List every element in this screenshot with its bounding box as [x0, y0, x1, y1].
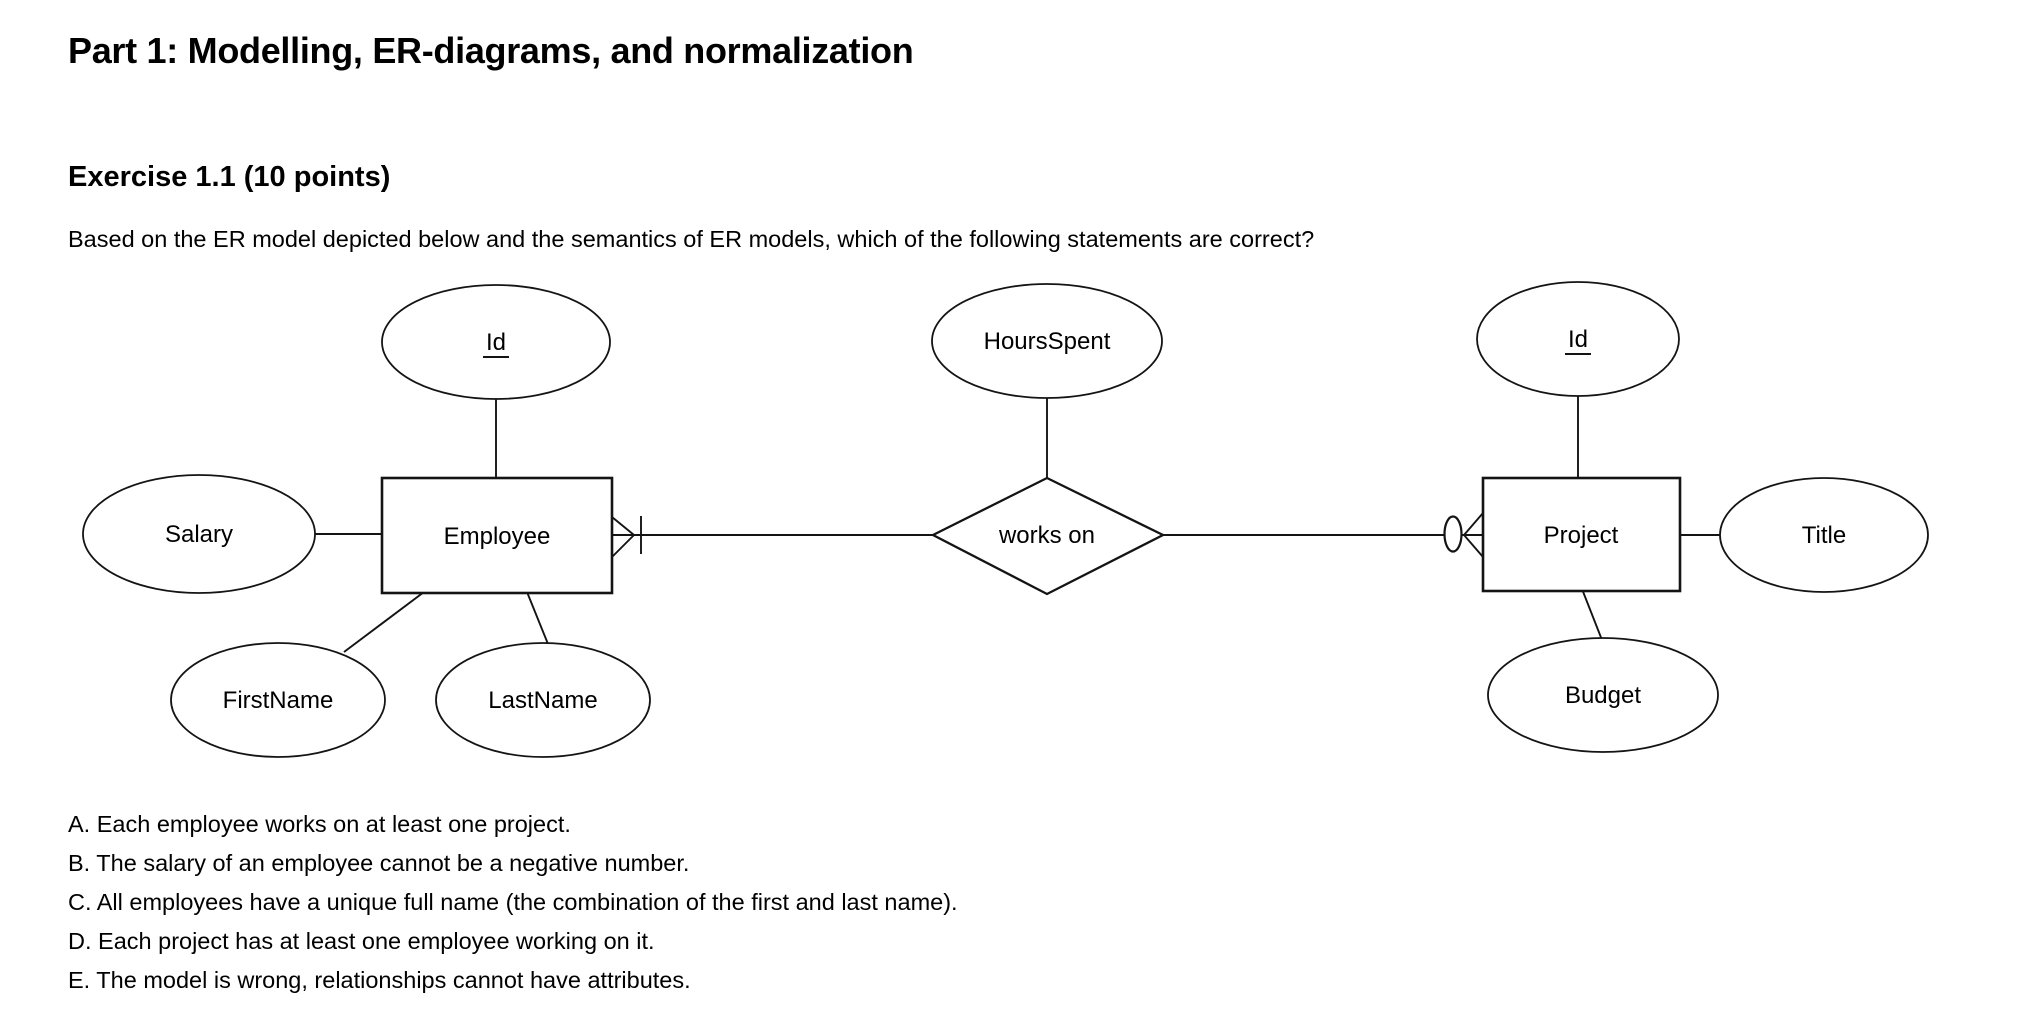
works-on-diamond	[930, 476, 1166, 596]
option-b: B. The salary of an employee cannot be a…	[68, 850, 690, 876]
firstname-attribute-label: FirstName	[223, 687, 334, 714]
salary-attribute: Salary	[82, 474, 316, 594]
connector-employee-firstname	[343, 591, 425, 653]
budget-attribute-label: Budget	[1565, 682, 1641, 709]
budget-attribute: Budget	[1487, 637, 1719, 753]
circle-with-crow-foot-icon	[1443, 512, 1484, 558]
id-attribute-label-project: Id	[1568, 326, 1588, 353]
crow-foot-with-bar-icon	[611, 516, 642, 558]
question-text: Based on the ER model depicted below and…	[68, 225, 1315, 252]
id-attribute-ellipse-employee	[381, 284, 611, 400]
connector-employee-lastname	[526, 591, 549, 645]
id-attribute-label-employee: Id	[486, 329, 506, 356]
budget-attribute-ellipse	[1487, 637, 1719, 753]
page-title: Part 1: Modelling, ER-diagrams, and norm…	[68, 30, 914, 72]
option-a: A. Each employee works on at least one p…	[68, 811, 571, 837]
answer-options: A. Each employee works on at least one p…	[68, 805, 958, 1000]
title-attribute-label: Title	[1802, 522, 1846, 549]
firstname-attribute: FirstName	[170, 642, 386, 758]
employee-entity-label: Employee	[444, 523, 551, 550]
id-attribute-project: Id	[1476, 281, 1680, 397]
salary-attribute-label: Salary	[165, 521, 233, 548]
title-attribute-ellipse	[1719, 477, 1929, 593]
firstname-attribute-ellipse	[170, 642, 386, 758]
works-on-label: works on	[998, 522, 1095, 549]
project-entity: Project	[1481, 476, 1682, 593]
salary-attribute-ellipse	[82, 474, 316, 594]
title-attribute: Title	[1719, 477, 1929, 593]
lastname-attribute: LastName	[435, 642, 651, 758]
works-on-relationship: works on	[930, 476, 1166, 596]
employee-entity-box	[380, 476, 614, 595]
lastname-attribute-label: LastName	[488, 687, 597, 714]
id-attribute-ellipse-project	[1476, 281, 1680, 397]
option-d: D. Each project has at least one employe…	[68, 928, 655, 954]
hoursspent-attribute: HoursSpent	[931, 283, 1163, 399]
id-attribute-employee: Id	[381, 284, 611, 400]
option-c: C. All employees have a unique full name…	[68, 889, 958, 915]
option-e: E. The model is wrong, relationships can…	[68, 967, 691, 993]
connector-project-budget	[1581, 588, 1603, 641]
lastname-attribute-ellipse	[435, 642, 651, 758]
employee-entity: Employee	[380, 476, 614, 595]
exercise-heading: Exercise 1.1 (10 points)	[68, 161, 391, 194]
hoursspent-attribute-ellipse	[931, 283, 1163, 399]
hoursspent-attribute-label: HoursSpent	[984, 328, 1111, 355]
project-entity-label: Project	[1544, 522, 1619, 549]
